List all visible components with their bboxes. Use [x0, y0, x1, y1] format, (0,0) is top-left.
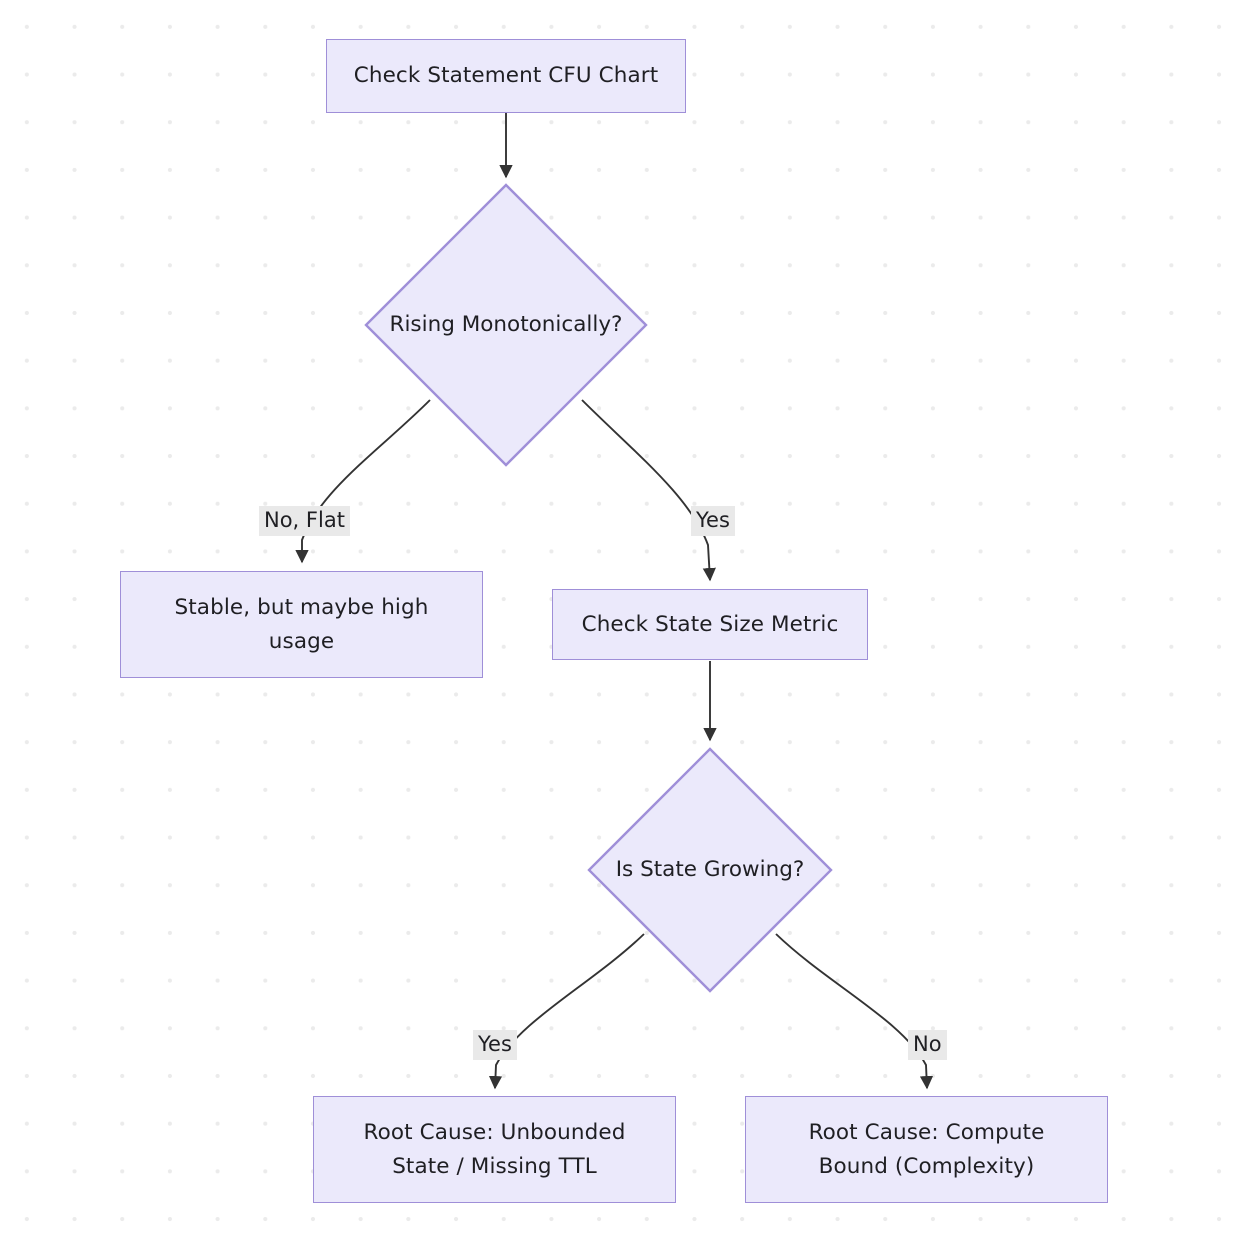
node-rising-monotonically[interactable]: Rising Monotonically? [364, 183, 648, 467]
diamond-shape [364, 183, 648, 467]
node-root-cause-compute-bound[interactable]: Root Cause: Compute Bound (Complexity) [745, 1096, 1108, 1203]
node-label: Check State Size Metric [581, 611, 839, 637]
node-label: Root Cause: Compute Bound (Complexity) [808, 1119, 1045, 1179]
edge-label-no-flat: No, Flat [259, 506, 350, 536]
diamond-shape [587, 747, 833, 993]
node-check-state-size-metric[interactable]: Check State Size Metric [552, 589, 868, 660]
node-check-statement-cfu-chart[interactable]: Check Statement CFU Chart [326, 39, 686, 113]
node-stable-high-usage[interactable]: Stable, but maybe high usage [120, 571, 483, 678]
node-is-state-growing[interactable]: Is State Growing? [587, 747, 833, 993]
node-label: Check Statement CFU Chart [353, 63, 659, 88]
edge-label-no-growing: No [908, 1030, 947, 1060]
node-root-cause-unbounded-state[interactable]: Root Cause: Unbounded State / Missing TT… [313, 1096, 676, 1203]
edge-label-yes-growing: Yes [473, 1030, 517, 1060]
node-label: Stable, but maybe high usage [174, 594, 429, 654]
edge-label-yes-rising: Yes [691, 506, 735, 536]
node-label: Is State Growing? [615, 857, 805, 882]
node-label: Root Cause: Unbounded State / Missing TT… [363, 1119, 626, 1179]
node-label: Rising Monotonically? [389, 312, 623, 337]
